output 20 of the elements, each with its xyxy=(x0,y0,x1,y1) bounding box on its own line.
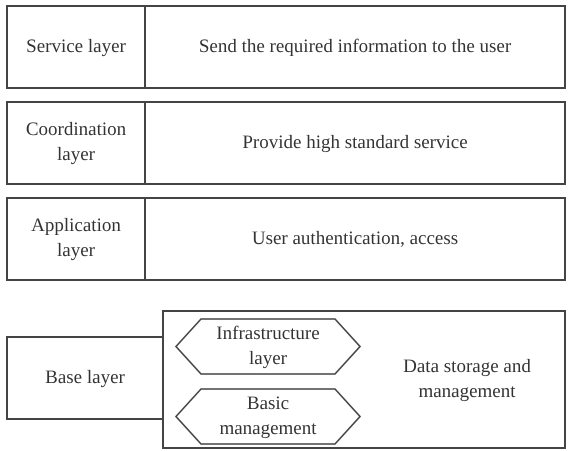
node-label: User authentication, access xyxy=(252,226,458,251)
node-label: Service layer xyxy=(26,34,126,59)
layer-box xyxy=(144,5,566,89)
node-label: Application layer xyxy=(30,214,122,263)
node-label: Provide high standard service xyxy=(242,130,468,155)
node-label: Infrastructure layer xyxy=(215,322,321,370)
layer-description: Data storage and management xyxy=(402,354,532,404)
layer-box xyxy=(144,197,566,281)
layer-box xyxy=(6,5,146,89)
layer-box xyxy=(6,101,146,185)
node-label: Send the required information to the user xyxy=(198,34,512,59)
layer-box xyxy=(6,197,146,281)
node-label: Coordination layer xyxy=(24,118,128,167)
layer-box xyxy=(144,101,566,185)
node-label: Basic management xyxy=(218,392,318,440)
layer-box xyxy=(6,336,164,420)
hexagon-node xyxy=(175,318,361,375)
layer-box xyxy=(162,310,566,449)
hexagon-node xyxy=(175,388,361,445)
node-label: Base layer xyxy=(45,366,125,390)
